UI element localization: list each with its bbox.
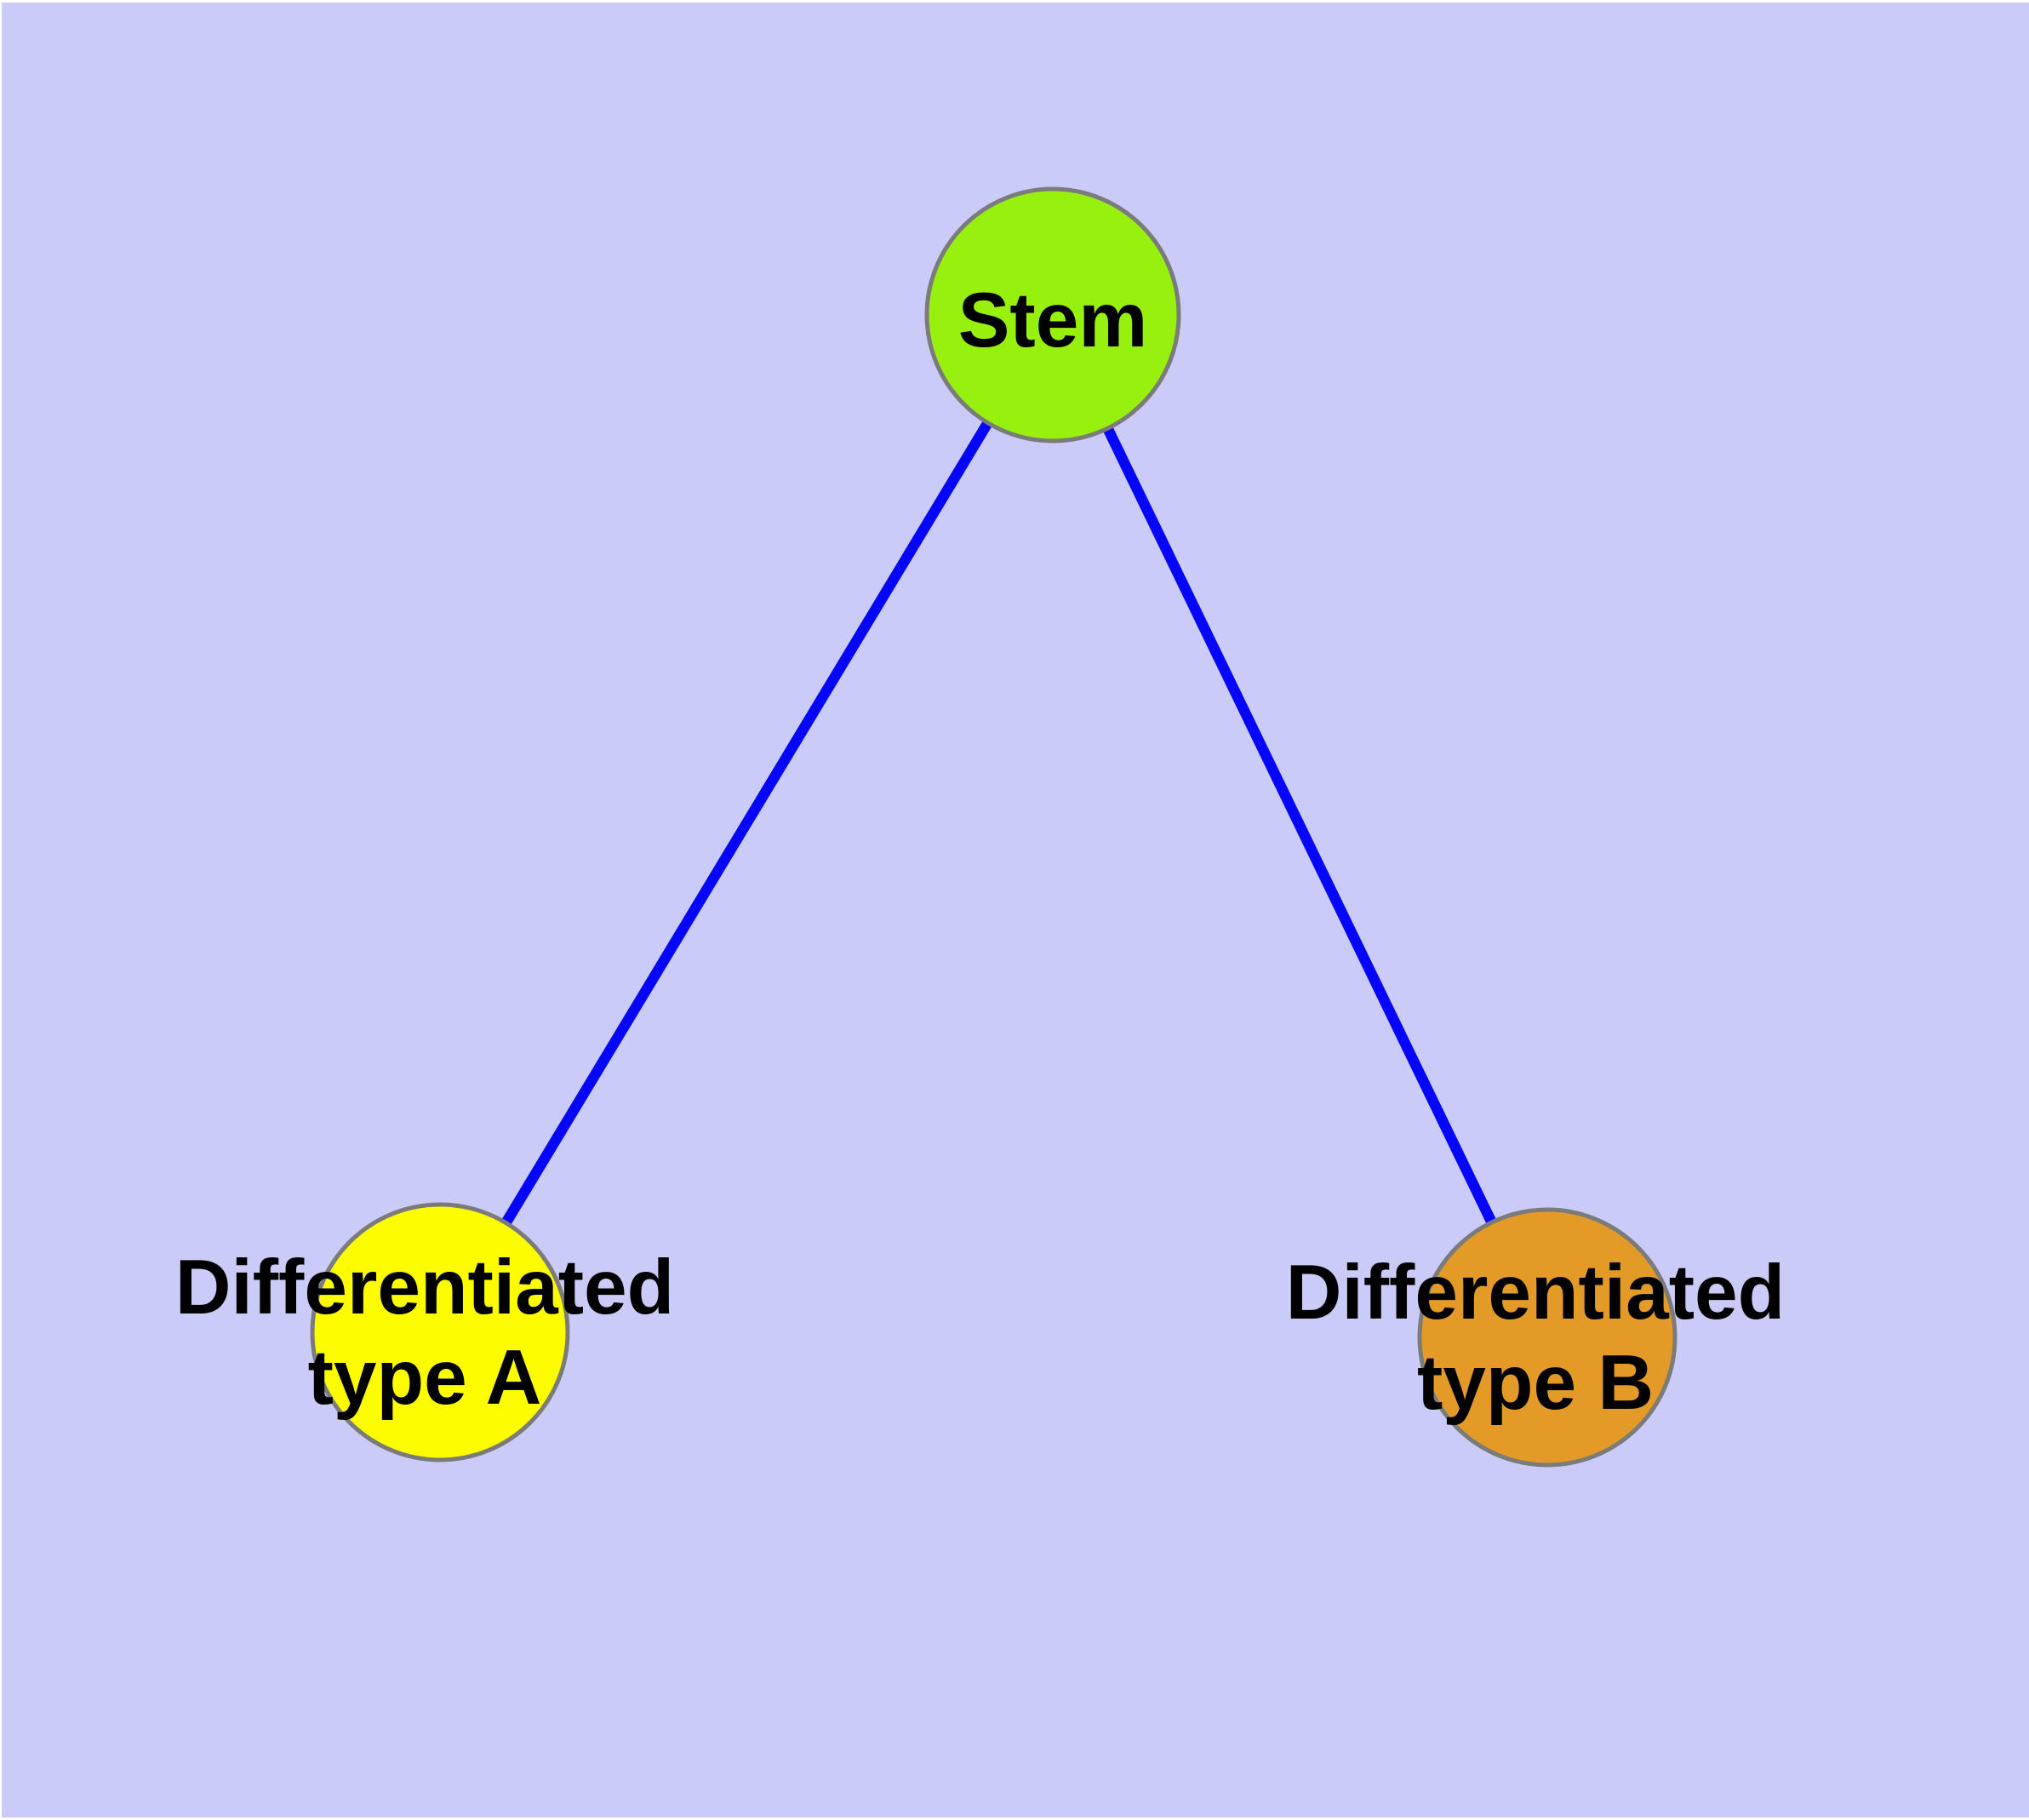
edge-stem-to-type-a bbox=[435, 312, 1058, 1336]
node-type-a-circle bbox=[310, 1202, 570, 1462]
node-type-b-circle bbox=[1417, 1207, 1677, 1468]
node-stem-circle bbox=[924, 186, 1181, 444]
node-type-a-label: Differentiated type A bbox=[174, 1245, 675, 1421]
node-type-b-label: Differentiated type B bbox=[1285, 1250, 1786, 1426]
edge-stem-to-type-b bbox=[1048, 312, 1552, 1340]
node-stem-label: Stem bbox=[957, 278, 1148, 363]
